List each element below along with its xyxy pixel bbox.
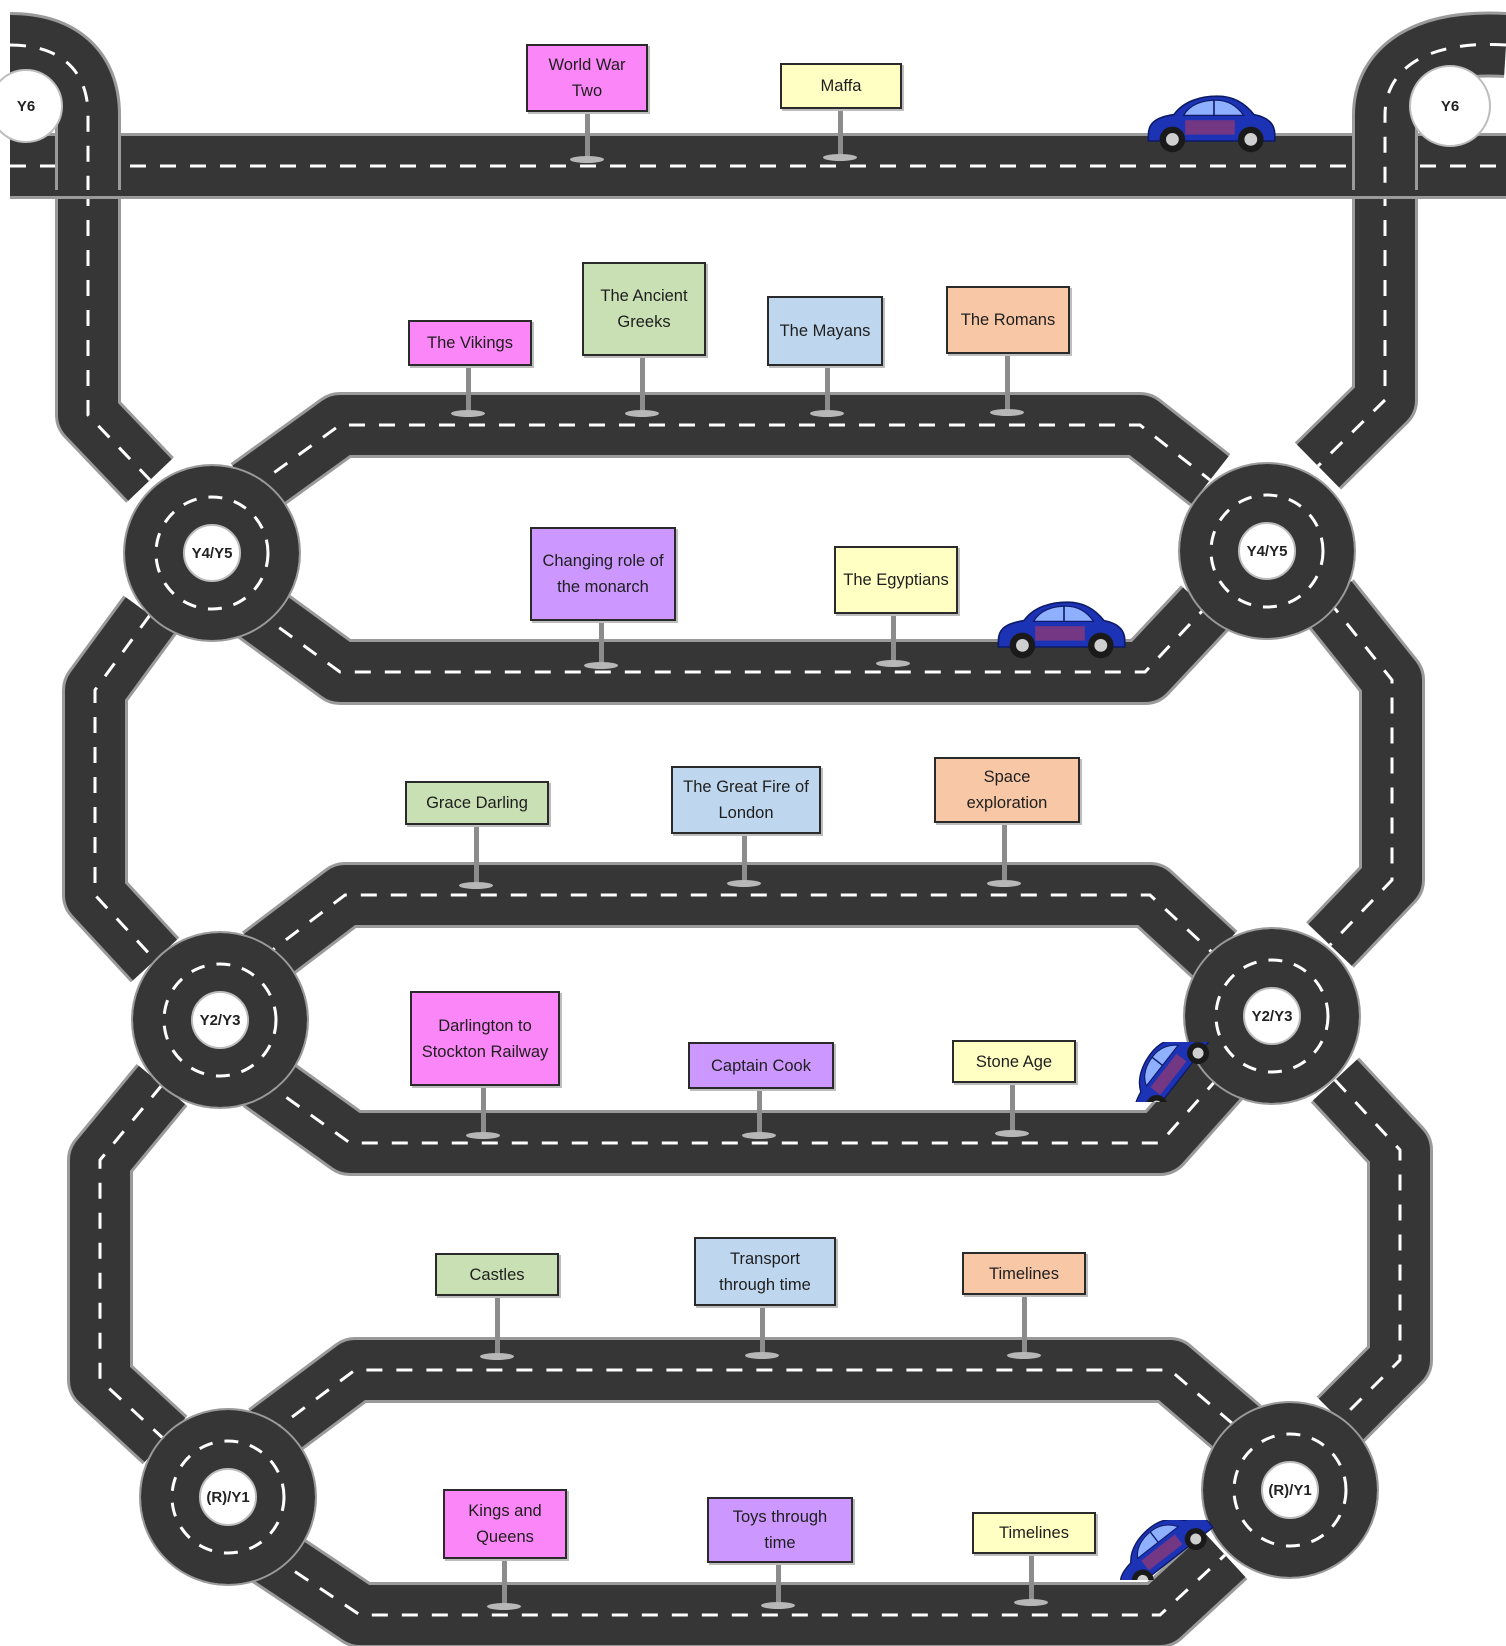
roundabout-label: Y4/Y5 — [1247, 543, 1288, 560]
sign-stone-age: Stone Age — [952, 1040, 1076, 1083]
sign-base — [810, 410, 844, 417]
sign-base — [823, 154, 857, 161]
sign-post — [502, 1558, 507, 1608]
sign-post — [838, 107, 843, 159]
sign-base — [451, 410, 485, 417]
sign-base — [466, 1132, 500, 1139]
sign-post — [640, 355, 645, 413]
sign-mayans: The Mayans — [767, 296, 883, 366]
sign-maths: Maffa — [780, 63, 902, 109]
car-icon — [1142, 90, 1282, 160]
car-icon — [1102, 1520, 1222, 1580]
roundabout-y6-right: Y6 — [1410, 66, 1490, 146]
roundabout-label: Y4/Y5 — [192, 545, 233, 562]
sign-vikings: The Vikings — [408, 320, 532, 366]
sign-base — [625, 410, 659, 417]
sign-base — [570, 156, 604, 163]
sign-post — [585, 110, 590, 160]
sign-base — [987, 880, 1021, 887]
sign-base — [1007, 1352, 1041, 1359]
sign-post — [1005, 352, 1010, 412]
sign-post — [474, 823, 479, 887]
sign-post — [481, 1085, 486, 1137]
sign-post — [776, 1562, 781, 1606]
sign-space-exploration: Space exploration — [934, 757, 1080, 823]
roundabout-label: (R)/Y1 — [1268, 1482, 1311, 1499]
roundabout-y45-left: Y4/Y5 — [124, 465, 300, 641]
sign-toys-through-time: Toys through time — [707, 1497, 853, 1563]
roundabout-y23-left: Y2/Y3 — [132, 932, 308, 1108]
sign-post — [495, 1295, 500, 1357]
sign-base — [742, 1132, 776, 1139]
sign-egyptians: The Egyptians — [834, 546, 958, 614]
car-icon — [1108, 1042, 1228, 1102]
sign-world-war-two: World War Two — [526, 44, 648, 112]
sign-transport-through-time: Transport through time — [694, 1237, 836, 1306]
sign-ancient-greeks: The Ancient Greeks — [582, 262, 706, 356]
sign-great-fire-of-london: The Great Fire of London — [671, 766, 821, 834]
sign-post — [757, 1088, 762, 1136]
roundabout-ry1-left: (R)/Y1 — [140, 1409, 316, 1585]
sign-base — [727, 880, 761, 887]
sign-romans: The Romans — [946, 286, 1070, 354]
roundabout-label: Y6 — [1441, 98, 1459, 115]
sign-base — [480, 1353, 514, 1360]
sign-base — [876, 660, 910, 667]
sign-post — [599, 620, 604, 666]
sign-base — [1014, 1599, 1048, 1606]
sign-post — [1002, 821, 1007, 885]
roundabout-y45-right: Y4/Y5 — [1179, 463, 1355, 639]
roundabout-label: Y2/Y3 — [200, 1012, 241, 1029]
sign-post — [825, 366, 830, 413]
roundabout-label: Y2/Y3 — [1252, 1008, 1293, 1025]
roundabout-label: Y6 — [17, 98, 35, 115]
roundabout-y6-left: Y6 — [0, 70, 62, 142]
sign-base — [990, 409, 1024, 416]
sign-post — [1022, 1293, 1027, 1356]
sign-post — [760, 1305, 765, 1357]
sign-base — [995, 1130, 1029, 1137]
roundabout-ry1-right: (R)/Y1 — [1202, 1402, 1378, 1578]
sign-base — [487, 1603, 521, 1610]
sign-timelines-yellow: Timelines — [972, 1512, 1096, 1554]
sign-post — [466, 367, 471, 413]
sign-post — [891, 612, 896, 664]
sign-grace-darling: Grace Darling — [405, 781, 549, 825]
sign-post — [742, 833, 747, 885]
sign-post — [1029, 1552, 1034, 1604]
sign-timelines-peach: Timelines — [962, 1252, 1086, 1295]
sign-base — [745, 1352, 779, 1359]
sign-castles: Castles — [435, 1253, 559, 1296]
sign-base — [584, 662, 618, 669]
sign-kings-and-queens: Kings and Queens — [443, 1489, 567, 1559]
sign-changing-role-monarch: Changing role of the monarch — [530, 527, 676, 621]
sign-captain-cook: Captain Cook — [688, 1042, 834, 1089]
sign-base — [761, 1602, 795, 1609]
car-icon — [992, 596, 1132, 666]
sign-post — [1010, 1081, 1015, 1134]
sign-base — [459, 882, 493, 889]
sign-darlington-to-stockton-railway: Darlington to Stockton Railway — [410, 991, 560, 1086]
roundabout-label: (R)/Y1 — [206, 1489, 249, 1506]
